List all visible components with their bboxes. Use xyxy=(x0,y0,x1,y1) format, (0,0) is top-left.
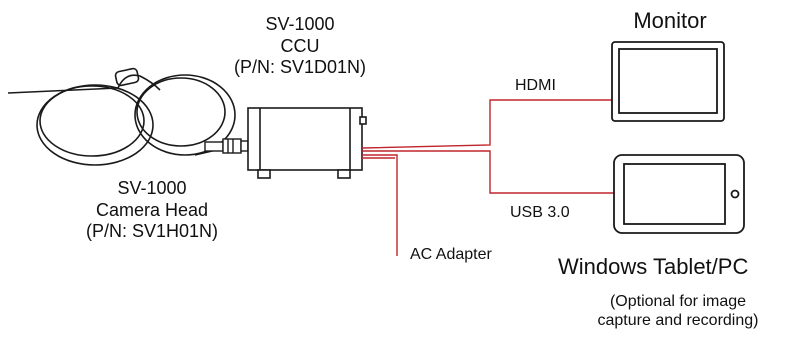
camera-head-label-line3: (P/N: SV1H01N) xyxy=(85,221,219,242)
ac-adapter-label: AC Adapter xyxy=(410,246,492,263)
ccu-label-line2: CCU xyxy=(280,35,320,56)
ccu-label: SV-1000 CCU (P/N: SV1D01N) xyxy=(220,14,380,79)
ac-cable xyxy=(362,154,398,256)
ccu-box xyxy=(247,107,367,179)
cable-coil-left xyxy=(36,84,154,166)
cable-junction xyxy=(114,67,140,87)
camera-head-cable xyxy=(7,67,236,166)
tablet-note-line1: (Optional for image xyxy=(609,293,747,310)
cables xyxy=(361,99,615,256)
usb-label: USB 3.0 xyxy=(510,204,570,221)
tablet-graphic xyxy=(613,154,745,234)
hdmi-cable xyxy=(361,99,612,149)
usb-cable xyxy=(362,150,615,194)
tablet-note-line2: capture and recording) xyxy=(597,312,759,330)
camera-head-label: SV-1000 Camera Head (P/N: SV1H01N) xyxy=(62,178,242,243)
tablet-note: (Optional for image capture and recordin… xyxy=(578,292,778,330)
cable-coil-right xyxy=(134,74,236,156)
monitor-label: Monitor xyxy=(633,8,707,33)
monitor-graphic xyxy=(611,41,725,122)
camera-head-label-line1: SV-1000 xyxy=(117,178,187,198)
ccu-label-line3: (P/N: SV1D01N) xyxy=(233,57,367,78)
hdmi-label: HDMI xyxy=(515,77,556,94)
tablet-label: Windows Tablet/PC xyxy=(558,254,749,279)
camera-head-label-line2: Camera Head xyxy=(95,199,209,220)
cable-lead xyxy=(7,87,119,94)
ccu-label-line1: SV-1000 xyxy=(265,14,335,34)
camera-connector xyxy=(204,138,249,154)
